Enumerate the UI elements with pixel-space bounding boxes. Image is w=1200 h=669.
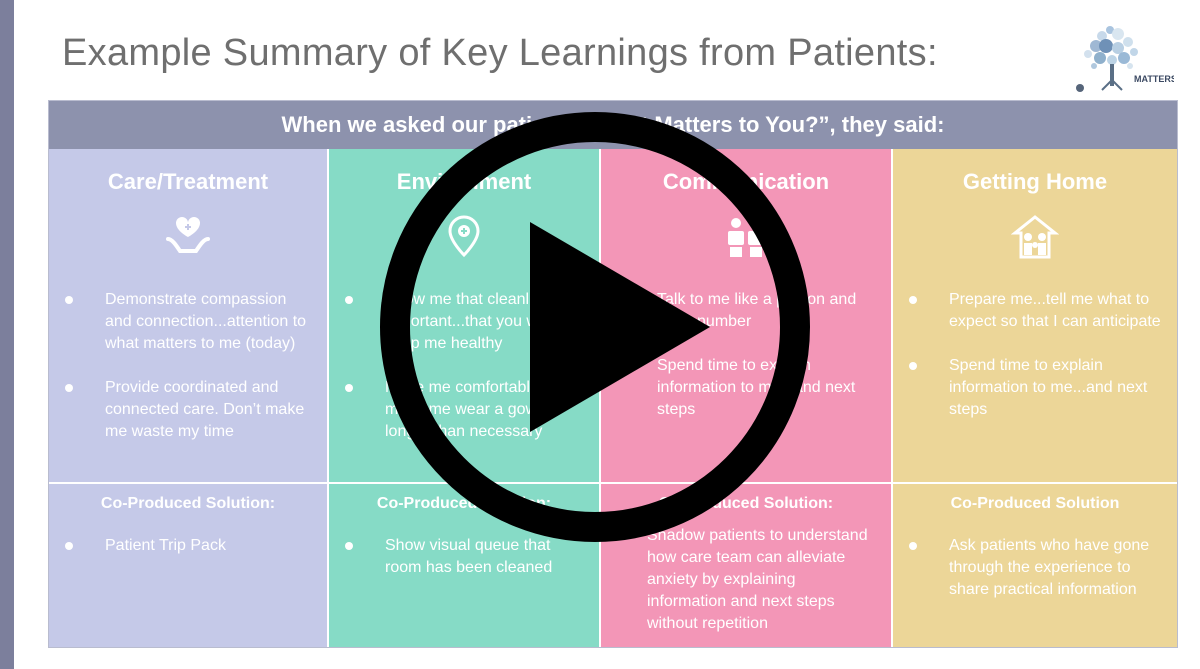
bullet-dot [909,362,917,370]
solution-list: Ask patients who have gone through the e… [893,535,1177,623]
slide-left-accent-bar [0,0,14,669]
bullet-dot [65,296,73,304]
solution-item: Shadow patients to understand how care t… [647,527,868,632]
bullet-item: Provide coordinated and connected care. … [49,377,327,443]
logo-text: MATTERS [1134,74,1174,84]
row-divider [893,482,1177,484]
bullet-list: Prepare me...tell me what to expect so t… [893,289,1177,443]
bullet-dot [909,296,917,304]
bullet-item: Spend time to explain information to me.… [893,355,1177,421]
people-talking-icon [728,218,764,257]
solution-list: Shadow patients to understand how care t… [601,525,891,657]
bullet-dot [345,384,353,392]
location-pin-icon [448,215,480,258]
tree-logo-icon: MATTERS [1076,26,1174,92]
column-title: Care/Treatment [107,169,269,194]
bullet-dot [65,542,73,550]
hands-heart-icon [166,217,210,253]
solution-item: Patient Trip Pack [49,535,327,557]
solution-title: Co-Produced Solution [950,495,1120,512]
column-getting-home: Getting Home Prepare me...tell me what t… [893,149,1177,647]
row-divider [49,482,327,484]
summary-table: When we asked our patients “What Matters… [48,100,1178,648]
play-button-icon[interactable] [380,112,810,542]
bullet-dot [345,296,353,304]
column-care-treatment: Care/Treatment Demonstrate compassion an… [49,149,329,647]
solution-title: Co-Produced Solution: [100,495,276,512]
bullet-item: Prepare me...tell me what to expect so t… [893,289,1177,333]
row-divider [601,482,891,484]
column-title: Getting Home [962,169,1108,194]
bullet-list: Demonstrate compassion and connection...… [49,289,327,465]
family-home-icon [1011,215,1059,259]
slide-title: Example Summary of Key Learnings from Pa… [62,32,938,74]
solution-list: Show visual queue that room has been cle… [329,535,599,601]
solution-item: Show visual queue that room has been cle… [329,535,599,579]
bullet-dot [909,542,917,550]
solution-list: Patient Trip Pack [49,535,327,579]
bullet-dot [345,542,353,550]
bullet-dot [65,384,73,392]
solution-item: Ask patients who have gone through the e… [893,535,1177,601]
bullet-item: Demonstrate compassion and connection...… [49,289,327,355]
